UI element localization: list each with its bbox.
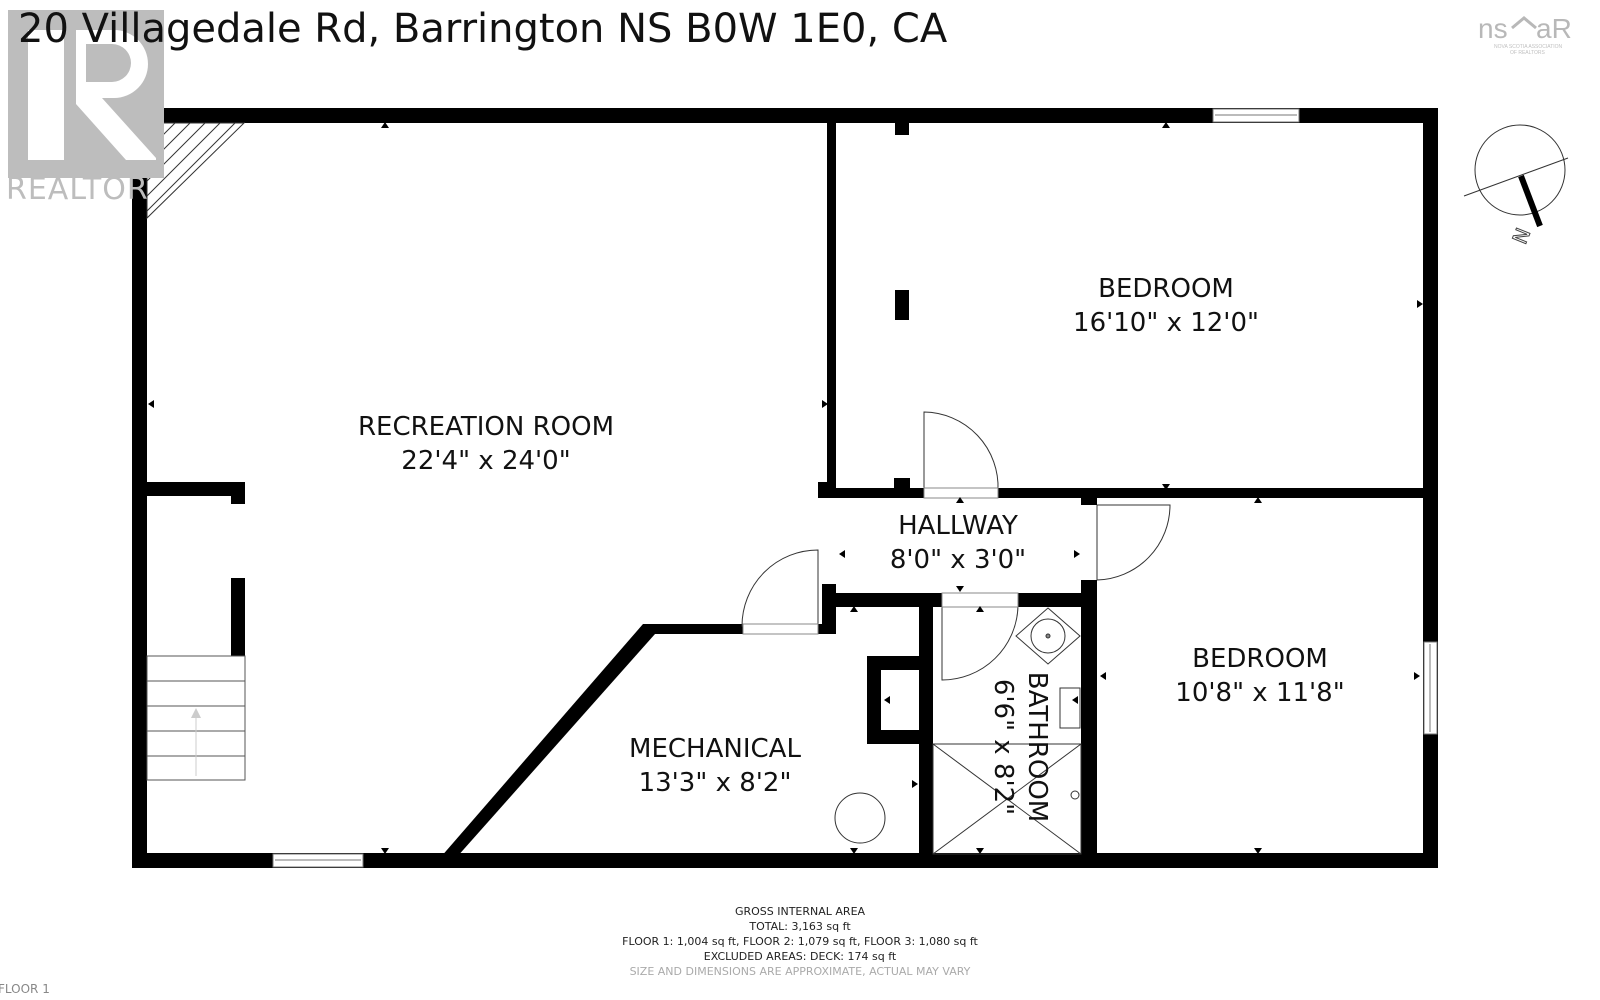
- svg-text:aR: aR: [1536, 13, 1572, 44]
- dimension-markers: [148, 122, 1423, 854]
- walls: [132, 108, 1438, 868]
- realtor-logo-text: REALTOR: [6, 172, 149, 207]
- water-heater-icon: [834, 792, 886, 844]
- north-arrow-icon: [1463, 124, 1569, 228]
- room-dimensions: 6'6" x 8'2": [988, 678, 1018, 816]
- room-name: BEDROOM: [1098, 274, 1234, 304]
- room-dimensions: 22'4" x 24'0": [401, 446, 571, 476]
- house-roof-icon: [1511, 16, 1537, 30]
- bathroom-fixtures: [932, 607, 1082, 855]
- room-dimensions: 8'0" x 3'0": [889, 545, 1027, 575]
- area-total: TOTAL: 3,163 sq ft: [749, 920, 851, 933]
- nsar-logo: ns aR NOVA SCOTIA ASSOCIATION OF REALTOR…: [1478, 13, 1572, 56]
- room-dimensions: 16'10" x 12'0": [1073, 308, 1259, 338]
- room-dimensions: 10'8" x 11'8": [1175, 678, 1345, 708]
- area-floors: FLOOR 1: 1,004 sq ft, FLOOR 2: 1,079 sq …: [622, 935, 978, 948]
- room-recreation-room: RECREATION ROOM 22'4" x 24'0": [336, 410, 636, 478]
- room-name: RECREATION ROOM: [357, 412, 615, 442]
- room-name: HALLWAY: [898, 511, 1018, 541]
- realtor-r-logo-icon: [8, 10, 164, 178]
- realtor-logo: [8, 10, 164, 178]
- property-address-title: 20 Villagedale Rd, Barrington NS B0W 1E0…: [18, 6, 948, 52]
- room-name: BEDROOM: [1192, 644, 1328, 674]
- svg-text:NOVA SCOTIA ASSOCIATION: NOVA SCOTIA ASSOCIATION: [1494, 44, 1563, 50]
- toilet-icon: [1059, 687, 1081, 729]
- room-name: MECHANICAL: [629, 734, 801, 764]
- door-swing-mechanical: [741, 549, 819, 627]
- area-excluded: EXCLUDED AREAS: DECK: 174 sq ft: [703, 950, 897, 963]
- room-mechanical: MECHANICAL 13'3" x 8'2": [595, 732, 835, 800]
- stairs: [146, 655, 246, 781]
- svg-text:OF REALTORS: OF REALTORS: [1510, 50, 1545, 56]
- floor-label: FLOOR 1: [0, 982, 50, 996]
- room-hallway: HALLWAY 8'0" x 3'0": [858, 509, 1058, 577]
- room-bedroom-2: BEDROOM 10'8" x 11'8": [1140, 642, 1380, 710]
- room-bedroom-1: BEDROOM 16'10" x 12'0": [1016, 272, 1316, 340]
- room-bathroom: BATHROOM 6'6" x 8'2": [986, 637, 1054, 857]
- door-swing-bedroom1: [923, 411, 999, 491]
- door-swing-bedroom2: [1096, 504, 1171, 581]
- doors: [741, 411, 1171, 681]
- door-swing-bathroom: [941, 605, 1019, 681]
- windows: [272, 108, 1438, 868]
- shower-fixture-icon: [1070, 790, 1080, 800]
- area-summary: GROSS INTERNAL AREA TOTAL: 3,163 sq ft F…: [0, 904, 1600, 979]
- room-name: BATHROOM: [1022, 671, 1052, 823]
- area-heading: GROSS INTERNAL AREA: [734, 905, 866, 918]
- area-disclaimer: SIZE AND DIMENSIONS ARE APPROXIMATE, ACT…: [629, 965, 971, 978]
- room-dimensions: 13'3" x 8'2": [638, 768, 792, 798]
- svg-text:ns: ns: [1478, 13, 1508, 44]
